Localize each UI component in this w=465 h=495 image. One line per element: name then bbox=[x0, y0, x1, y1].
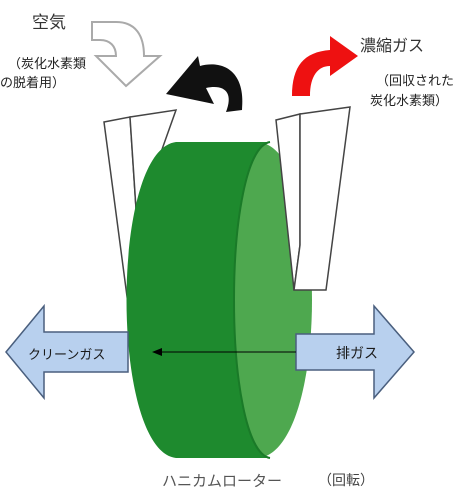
curved-arrow-down-icon bbox=[91, 21, 163, 88]
air-note-line1: （炭化水素類 bbox=[8, 57, 87, 72]
concentrated-gas-label: 濃縮ガス bbox=[360, 36, 425, 55]
clean-gas-label: クリーンガス bbox=[28, 348, 106, 363]
rotor-note: （回転） bbox=[318, 473, 374, 489]
rotation-arrow-icon bbox=[166, 56, 243, 112]
air-note-line2: の脱着用） bbox=[0, 76, 66, 91]
rotor-label: ハニカムローター bbox=[162, 472, 283, 490]
clean-gas-arrow bbox=[5, 303, 129, 401]
outlet-duct-outer bbox=[293, 106, 351, 291]
air-label: 空気 bbox=[32, 13, 66, 33]
flow-line-arrowhead bbox=[152, 348, 162, 356]
rotor-face-edge bbox=[233, 141, 271, 459]
concentrated-note-line1: （回収された bbox=[376, 74, 455, 89]
rotor-face bbox=[126, 142, 270, 458]
exhaust-gas-label: 排ガス bbox=[336, 346, 378, 362]
concentrated-note-line2: 炭化水素類） bbox=[370, 94, 449, 109]
exhaust-gas-arrow bbox=[295, 303, 415, 401]
curved-arrow-up-right-icon bbox=[292, 36, 358, 96]
